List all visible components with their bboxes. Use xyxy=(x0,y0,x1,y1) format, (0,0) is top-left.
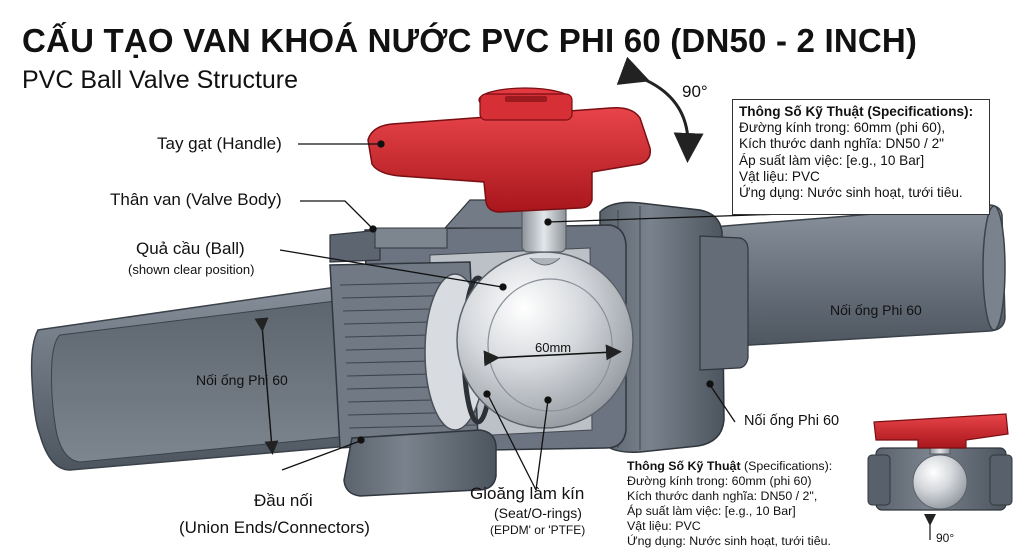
handle xyxy=(368,88,650,212)
spec-line: Áp suất làm việc: [e.g., 10 Bar] xyxy=(739,153,983,169)
spec-line: Kích thước danh nghĩa: DN50 / 2" xyxy=(739,136,983,152)
spec-line: Đường kính trong: 60mm (phi 60), xyxy=(739,120,983,136)
specifications-small: Thông Số Kỹ Thuật (Specifications): Đườn… xyxy=(627,459,832,549)
spec-small-line: Vật liệu: PVC xyxy=(627,519,832,534)
page-subtitle: PVC Ball Valve Structure xyxy=(22,66,298,95)
left-pipe-label: Nối ống Phi 60 xyxy=(196,372,288,388)
seal-label-line3: (EPDM' or 'PTFE) xyxy=(490,523,585,537)
spec-line: Ứng dụng: Nước sinh hoạt, tưới tiêu. xyxy=(739,185,983,201)
ball-label: Quả cầu (Ball) xyxy=(136,239,245,259)
rotation-label: 90° xyxy=(682,82,708,102)
right-pipe-lower-label: Nối ống Phi 60 xyxy=(744,413,839,429)
inset-rotation-label: 90° xyxy=(936,531,954,545)
union-label-line2: (Union Ends/Connectors) xyxy=(179,518,370,538)
spec-small-line: Đường kính trong: 60mm (phi 60) xyxy=(627,474,832,489)
specifications-box: Thông Số Kỹ Thuật (Specifications): Đườn… xyxy=(732,99,990,215)
page-title: CẤU TẠO VAN KHOÁ NƯỚC PVC PHI 60 (DN50 -… xyxy=(22,22,917,60)
spec-line: Vật liệu: PVC xyxy=(739,169,983,185)
ball-note-label: (shown clear position) xyxy=(128,262,254,277)
handle-label: Tay gạt (Handle) xyxy=(157,134,282,154)
seal-label-line1: Gioăng làm kín xyxy=(470,484,584,504)
spec-small-line: Ứng dụng: Nước sinh hoạt, tưới tiêu. xyxy=(627,534,832,549)
inset-valve xyxy=(868,414,1012,540)
spec-small-line: Kích thước danh nghĩa: DN50 / 2", xyxy=(627,489,832,504)
valve-body-label: Thân van (Valve Body) xyxy=(110,190,282,210)
spec-small-heading-rest: (Specifications): xyxy=(741,459,833,473)
seal-label-line2: (Seat/O-rings) xyxy=(494,505,582,521)
diameter-label: 60mm xyxy=(535,340,571,355)
spec-small-line: Áp suất làm việc: [e.g., 10 Bar] xyxy=(627,504,832,519)
union-label-line1: Đầu nối xyxy=(254,491,313,511)
right-pipe-label: Nối ống Phi 60 xyxy=(830,302,922,318)
spec-small-heading-bold: Thông Số Kỹ Thuật xyxy=(627,459,741,473)
spec-heading: Thông Số Kỹ Thuật (Specifications): xyxy=(739,104,983,120)
